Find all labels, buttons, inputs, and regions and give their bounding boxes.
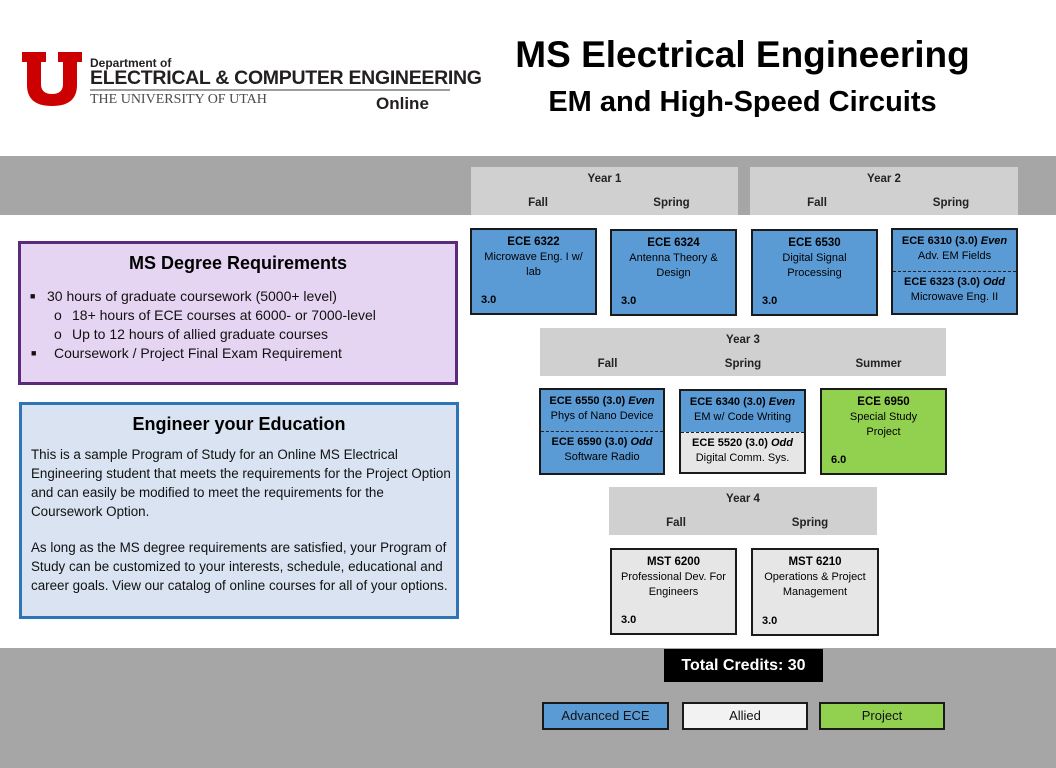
year3-fall-label: Fall: [597, 358, 618, 370]
requirements-box: MS Degree Requirements ■ 30 hours of gra…: [18, 241, 458, 385]
course-name: Operations & Project Management: [764, 571, 866, 598]
course-name: Antenna Theory & Design: [629, 252, 718, 279]
course-code: ECE 6324: [647, 237, 700, 249]
year2-fall-label: Fall: [807, 197, 827, 209]
course-name: EM w/ Code Writing: [694, 411, 791, 423]
requirement-item-hours: 30 hours of graduate coursework (5000+ l…: [47, 288, 337, 304]
course-code: ECE 6310 (3.0) Even: [901, 235, 1008, 247]
course-code: ECE 6340 (3.0) Even: [689, 396, 796, 408]
engineer-paragraph-1: This is a sample Program of Study for an…: [31, 447, 451, 519]
year4-fall-label: Fall: [666, 517, 686, 529]
year2-spring-label: Spring: [932, 197, 970, 209]
bullet-square-icon: ■: [30, 291, 36, 301]
engineer-education-box: Engineer your Education This is a sample…: [19, 402, 459, 619]
course-code: MST 6200: [646, 556, 701, 568]
year4-spring-label: Spring: [791, 517, 829, 529]
requirement-sub-allied: Up to 12 hours of allied graduate course…: [72, 326, 329, 342]
year2-label: Year 2: [867, 173, 901, 185]
course-ece6324: ECE 6324 Antenna Theory & Design 3.0: [610, 229, 737, 316]
requirement-sub-ece: 18+ hours of ECE courses at 6000- or 700…: [72, 307, 376, 323]
dept-rule: [90, 89, 450, 91]
year3-label: Year 3: [726, 334, 760, 346]
online-label: Online: [376, 94, 429, 113]
course-ece6550-6590: ECE 6550 (3.0) Even Phys of Nano Device …: [539, 388, 665, 475]
course-code: ECE 6590 (3.0) Odd: [551, 436, 653, 448]
course-credits: 6.0: [831, 454, 847, 466]
course-name: Microwave Eng. I w/ lab: [484, 251, 583, 278]
bullet-circle-icon: o: [54, 307, 62, 323]
course-name: Digital Signal Processing: [782, 252, 847, 279]
year1-fall-label: Fall: [528, 197, 548, 209]
course-name: Microwave Eng. II: [910, 291, 999, 303]
year3-spring-label: Spring: [724, 358, 762, 370]
requirement-item-exam: Coursework / Project Final Exam Requirem…: [54, 345, 342, 361]
engineer-title: Engineer your Education: [132, 414, 346, 434]
requirements-title: MS Degree Requirements: [128, 253, 348, 273]
course-credits: 3.0: [762, 615, 778, 627]
course-name: Phys of Nano Device: [550, 410, 654, 422]
dashed-divider: [541, 431, 663, 432]
course-ece6340-5520: ECE 6340 (3.0) Even EM w/ Code Writing E…: [679, 389, 806, 474]
course-ece6950: ECE 6950 Special Study Project 6.0: [820, 388, 947, 475]
course-ece6310-6323: ECE 6310 (3.0) Even Adv. EM Fields ECE 6…: [891, 228, 1018, 315]
bullet-square-icon: ■: [31, 348, 37, 358]
course-ece6322: ECE 6322 Microwave Eng. I w/ lab 3.0: [470, 228, 597, 315]
year4-label: Year 4: [726, 493, 760, 505]
course-name: Digital Comm. Sys.: [695, 452, 790, 464]
course-name: Software Radio: [564, 451, 640, 463]
year3-header: Year 3 Fall Spring Summer: [540, 328, 946, 376]
course-credits: 3.0: [762, 295, 778, 307]
course-code: ECE 6323 (3.0) Odd: [904, 276, 1005, 288]
page-title: MS Electrical Engineering: [515, 34, 970, 75]
course-code: ECE 6550 (3.0) Even: [549, 395, 655, 407]
year1-label: Year 1: [587, 173, 622, 185]
dashed-divider: [681, 432, 804, 433]
course-code: ECE 5520 (3.0) Odd: [692, 437, 793, 449]
course-mst6200: MST 6200 Professional Dev. For Engineers…: [610, 548, 737, 635]
course-code: ECE 6322: [507, 236, 560, 248]
year1-header: Year 1 Fall Spring: [471, 167, 738, 215]
year4-header: Year 4 Fall Spring: [609, 487, 877, 535]
legend-advanced-ece: Advanced ECE: [542, 702, 669, 730]
course-ece6530: ECE 6530 Digital Signal Processing 3.0: [751, 229, 878, 316]
course-credits: 3.0: [621, 295, 637, 307]
course-mst6210: MST 6210 Operations & Project Management…: [751, 548, 879, 636]
university-name: THE UNIVERSITY OF UTAH: [90, 92, 267, 107]
course-name: Special Study Project: [849, 411, 918, 438]
year3-summer-label: Summer: [855, 358, 902, 370]
course-credits: 3.0: [481, 294, 497, 306]
course-credits: 3.0: [621, 614, 637, 626]
dept-name: ELECTRICAL & COMPUTER ENGINEERING: [90, 67, 482, 89]
course-name: Professional Dev. For Engineers: [621, 571, 726, 598]
total-credits: Total Credits: 30: [664, 649, 823, 682]
course-code: MST 6210: [788, 556, 842, 568]
page-subtitle: EM and High-Speed Circuits: [548, 86, 937, 118]
course-name: Adv. EM Fields: [917, 250, 992, 262]
engineer-paragraph-2: As long as the MS degree requirements ar…: [31, 540, 448, 593]
dashed-divider: [893, 271, 1016, 272]
bullet-circle-icon: o: [54, 326, 62, 342]
dept-prefix: Department of: [90, 56, 172, 70]
course-code: ECE 6530: [788, 237, 841, 249]
year1-spring-label: Spring: [653, 197, 690, 209]
year2-header: Year 2 Fall Spring: [750, 167, 1018, 215]
course-code: ECE 6950: [857, 396, 910, 408]
legend-allied: Allied: [682, 702, 808, 730]
legend-project: Project: [819, 702, 945, 730]
university-u-logo: [22, 52, 82, 106]
